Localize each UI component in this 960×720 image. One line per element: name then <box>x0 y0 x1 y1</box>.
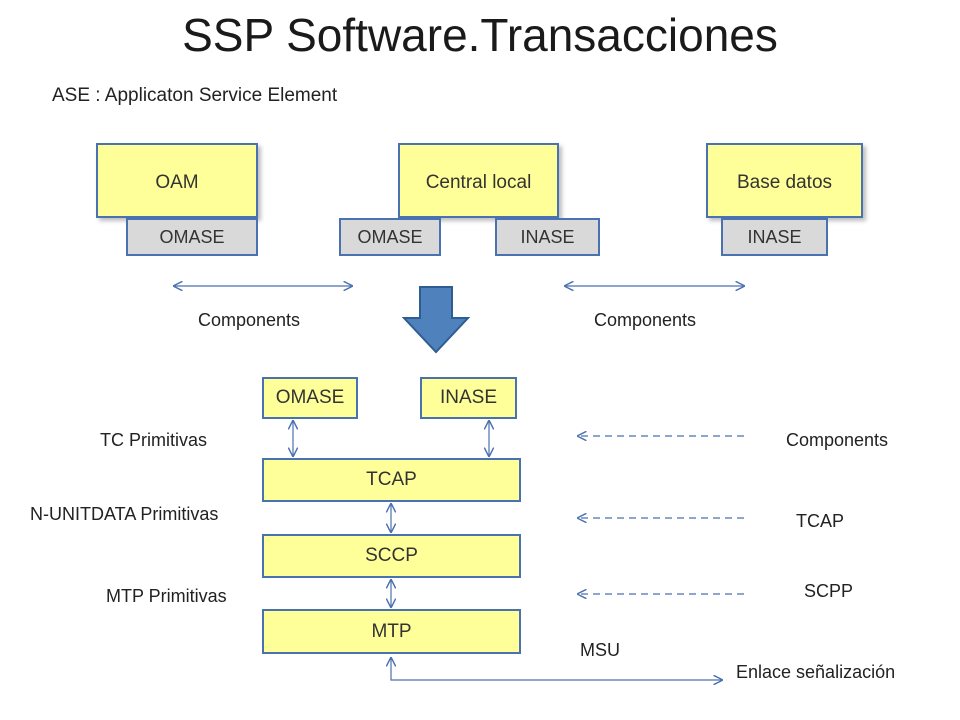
page-title: SSP Software.Transacciones <box>182 9 778 61</box>
tc-primitivas-label: TC Primitivas <box>100 430 207 450</box>
enlace-senalizacion-label: Enlace señalización <box>736 662 896 682</box>
components-left-label: Components <box>198 310 301 330</box>
right-tcap-label: TCAP <box>796 511 845 531</box>
subtitle: ASE : Applicaton Service Element <box>52 85 338 106</box>
mtp-primitivas-label: MTP Primitivas <box>106 586 227 606</box>
n-unitdata-primitivas-label: N-UNITDATA Primitivas <box>30 504 219 524</box>
oam-box: OAM <box>96 143 258 218</box>
mtp-box: MTP <box>262 609 521 654</box>
sccp-box: SCCP <box>262 534 521 578</box>
central-omase-box: OMASE <box>339 218 441 256</box>
right-scpp-label: SCPP <box>804 581 854 601</box>
right-components-label: Components <box>786 430 889 450</box>
mtp-enlace-connector <box>391 658 722 680</box>
components-right-label: Components <box>594 310 697 330</box>
stack-inase-box: INASE <box>420 377 517 419</box>
base-inase-box: INASE <box>721 218 828 256</box>
oam-omase-box: OMASE <box>126 218 258 256</box>
msu-label: MSU <box>580 640 620 660</box>
base-datos-box: Base datos <box>706 143 863 218</box>
big-down-arrow-icon <box>401 286 471 354</box>
central-local-box: Central local <box>398 143 559 218</box>
central-inase-box: INASE <box>495 218 600 256</box>
stack-omase-box: OMASE <box>262 377 358 419</box>
tcap-box: TCAP <box>262 458 521 502</box>
